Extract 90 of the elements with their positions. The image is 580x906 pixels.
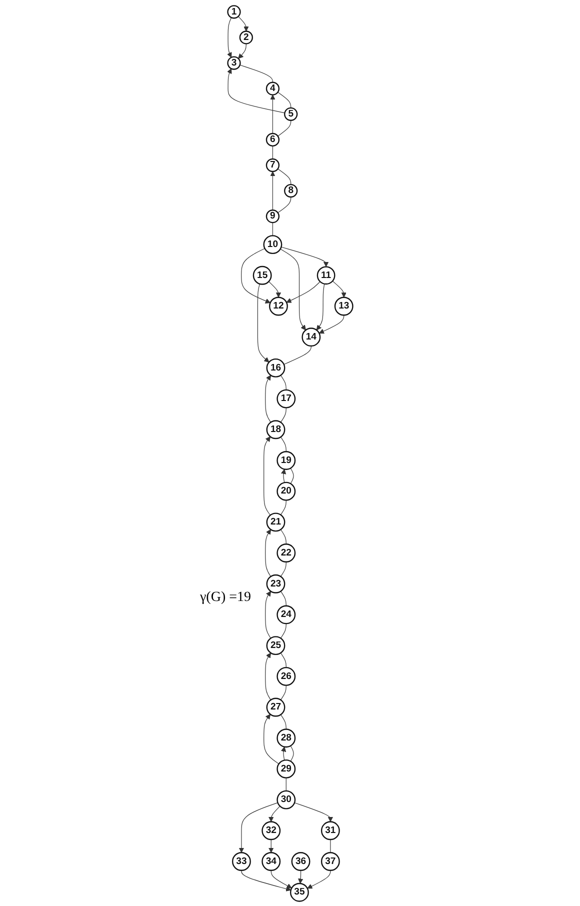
formula-label: γ(G) =19 — [200, 590, 252, 606]
node-circle: 5 — [284, 107, 298, 121]
arrow — [280, 246, 328, 268]
arrow — [280, 746, 286, 761]
connector — [272, 146, 273, 160]
arrow — [280, 248, 306, 330]
connector — [280, 407, 286, 423]
node-circle: 21 — [266, 512, 285, 532]
connector — [280, 590, 286, 606]
connector — [239, 64, 273, 83]
arrow — [263, 714, 279, 764]
node-circle: 26 — [276, 666, 296, 686]
node-circle: 24 — [276, 605, 296, 624]
node-circle: 15 — [252, 266, 272, 285]
arrow — [318, 314, 344, 334]
connector — [280, 714, 286, 730]
node-circle: 25 — [266, 636, 285, 656]
node-circle: 9 — [266, 210, 280, 224]
node-circle: 12 — [268, 296, 288, 316]
connector — [290, 468, 294, 484]
arrow — [286, 281, 320, 303]
node-circle: 20 — [276, 482, 296, 501]
arrow — [280, 468, 286, 483]
node-circle: 3 — [226, 56, 241, 70]
node-circle: 35 — [290, 882, 309, 902]
arrow — [240, 248, 270, 304]
arrow — [306, 870, 330, 889]
node-circle: 22 — [276, 544, 296, 562]
node-circle: 28 — [276, 728, 296, 748]
node-circle: 1 — [226, 5, 241, 19]
arrow — [263, 436, 270, 516]
node-circle: 33 — [232, 852, 251, 871]
arrow — [270, 94, 276, 134]
node-circle: 37 — [320, 852, 340, 871]
node-circle: 10 — [263, 235, 282, 254]
arrow — [264, 529, 271, 577]
node-circle: 14 — [301, 328, 320, 347]
node-circle: 36 — [291, 852, 310, 871]
connector — [280, 652, 286, 668]
node-circle: 2 — [239, 30, 253, 44]
node-circle: 6 — [266, 132, 280, 147]
connector — [277, 168, 291, 185]
arrow — [264, 591, 271, 638]
node-circle: 27 — [266, 698, 285, 717]
node-circle: 34 — [261, 852, 280, 871]
arrow — [316, 284, 324, 330]
connector — [280, 436, 286, 452]
arrow — [264, 375, 271, 423]
arrow — [294, 802, 333, 822]
arrow — [268, 806, 280, 822]
connector — [280, 500, 286, 516]
arrow — [238, 43, 246, 59]
connector — [280, 529, 286, 544]
node-circle: 32 — [261, 821, 280, 840]
arrow — [257, 284, 269, 362]
connector — [277, 92, 291, 108]
arrow — [268, 281, 281, 298]
connector — [280, 623, 286, 638]
node-circle: 16 — [266, 358, 285, 378]
node-circle: 17 — [276, 389, 296, 408]
node-circle: 29 — [276, 759, 296, 778]
arrow — [270, 870, 292, 888]
node-circle: 19 — [276, 451, 296, 470]
node-circle: 23 — [266, 574, 285, 594]
connector — [280, 684, 286, 700]
arrow — [240, 870, 291, 892]
connector — [283, 346, 312, 365]
connector — [280, 562, 286, 577]
arrow — [298, 870, 303, 884]
connector — [277, 120, 291, 136]
arrow — [264, 652, 271, 700]
arrow — [226, 68, 285, 114]
arrow — [332, 280, 346, 298]
node-circle: 7 — [266, 158, 280, 172]
connector — [272, 222, 273, 236]
node-circle: 11 — [316, 266, 336, 285]
arrow — [238, 802, 278, 853]
arrow — [226, 17, 232, 58]
node-circle: 30 — [276, 790, 296, 810]
node-circle: 31 — [320, 821, 340, 840]
arrow — [238, 16, 249, 32]
arrow — [268, 839, 274, 853]
arrow — [270, 171, 276, 210]
node-circle: 13 — [334, 296, 354, 316]
connector — [277, 196, 291, 214]
connector — [280, 375, 286, 390]
connector — [290, 746, 294, 762]
node-circle: 4 — [266, 82, 280, 96]
node-circle: 18 — [266, 420, 285, 440]
node-circle: 8 — [284, 184, 298, 198]
